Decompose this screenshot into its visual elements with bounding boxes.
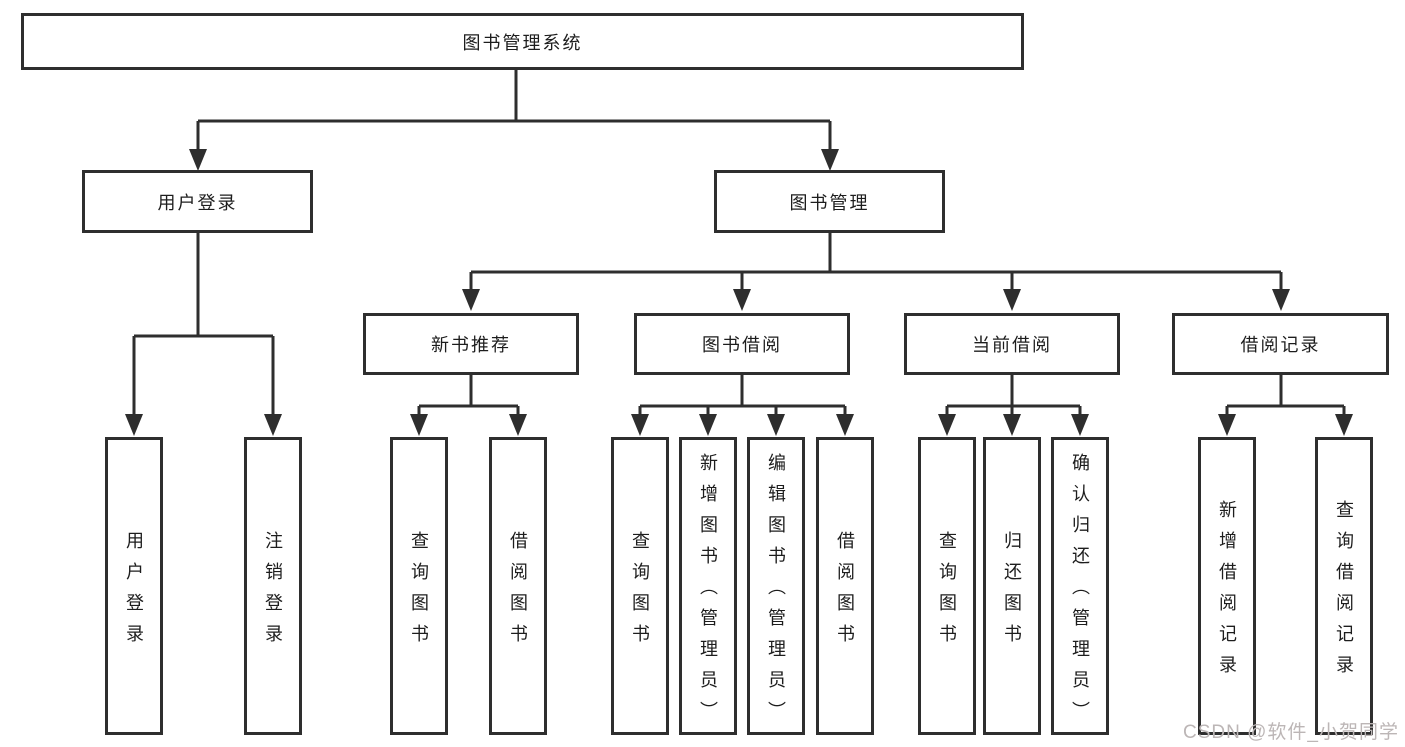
leaf-user-login: 用户登录 [105, 437, 163, 735]
arrow-down-head [1218, 414, 1236, 436]
leaf-query-books-current: 查询图书 [918, 437, 976, 735]
node-label: 注销登录 [263, 530, 283, 655]
arrow-down-head [767, 414, 785, 436]
leaf-confirm-return-admin: 确认归还（管理员） [1051, 437, 1109, 735]
node-label: 用户登录 [124, 530, 144, 655]
leaf-borrow-books-recommend: 借阅图书 [489, 437, 547, 735]
connector-root-branches [189, 70, 839, 171]
node-label: 编辑图书（管理员） [766, 453, 786, 732]
arrow-down-head [462, 289, 480, 311]
arrow-down-head [1335, 414, 1353, 436]
watermark: CSDN @软件_小贺同学 [1183, 722, 1399, 743]
node-label: 借阅记录 [1240, 335, 1321, 355]
leaf-query-books-recommend: 查询图书 [390, 437, 448, 735]
arrow-down-head [264, 414, 282, 436]
node-label: 查询借阅记录 [1334, 499, 1354, 686]
node-label: 归还图书 [1002, 530, 1022, 655]
arrow-down-head [733, 289, 751, 311]
arrow-down-head [1272, 289, 1290, 311]
leaf-return-books: 归还图书 [983, 437, 1041, 735]
node-label: 借阅图书 [835, 530, 855, 655]
node-label: 查询图书 [630, 530, 650, 655]
node-current-borrow: 当前借阅 [904, 313, 1120, 375]
arrow-down-head [189, 149, 207, 171]
arrow-down-head [509, 414, 527, 436]
node-label: 确认归还（管理员） [1070, 453, 1090, 732]
node-label: 当前借阅 [972, 335, 1052, 355]
leaf-query-books-borrow: 查询图书 [611, 437, 669, 735]
arrow-down-head [1003, 414, 1021, 436]
node-label: 借阅图书 [508, 530, 528, 655]
connector-book-management-branches [462, 233, 1290, 311]
connector-borrow-record-branches [1218, 375, 1353, 436]
arrow-down-head [125, 414, 143, 436]
arrow-down-head [1003, 289, 1021, 311]
node-new-book-recommend: 新书推荐 [363, 313, 579, 375]
connector-new-book-branches [410, 375, 527, 436]
node-book-management: 图书管理 [714, 170, 945, 233]
arrow-down-head [1071, 414, 1089, 436]
node-label: 图书借阅 [702, 335, 782, 355]
connector-book-borrow-branches [631, 375, 854, 436]
node-label: 图书管理系统 [462, 32, 583, 53]
node-label: 新增借阅记录 [1217, 499, 1237, 686]
arrow-down-head [699, 414, 717, 436]
node-book-borrow: 图书借阅 [634, 313, 850, 375]
node-label: 查询图书 [937, 530, 957, 655]
connector-user-login-branches [125, 233, 282, 436]
node-borrow-records: 借阅记录 [1172, 313, 1389, 375]
leaf-add-books-admin: 新增图书（管理员） [679, 437, 737, 735]
node-label: 图书管理 [789, 192, 870, 213]
connector-current-borrow-branches [938, 375, 1089, 436]
leaf-borrow-books-borrow: 借阅图书 [816, 437, 874, 735]
node-label: 用户登录 [157, 192, 238, 213]
arrow-down-head [938, 414, 956, 436]
leaf-edit-books-admin: 编辑图书（管理员） [747, 437, 805, 735]
node-library-management-system: 图书管理系统 [21, 13, 1024, 70]
leaf-logout-login: 注销登录 [244, 437, 302, 735]
arrow-down-head [631, 414, 649, 436]
arrow-down-head [821, 149, 839, 171]
leaf-add-borrow-record: 新增借阅记录 [1198, 437, 1256, 735]
arrow-down-head [410, 414, 428, 436]
node-label: 查询图书 [409, 530, 429, 655]
node-user-login: 用户登录 [82, 170, 313, 233]
arrow-down-head [836, 414, 854, 436]
node-label: 新书推荐 [431, 335, 511, 355]
leaf-query-borrow-record: 查询借阅记录 [1315, 437, 1373, 735]
node-label: 新增图书（管理员） [698, 453, 718, 732]
